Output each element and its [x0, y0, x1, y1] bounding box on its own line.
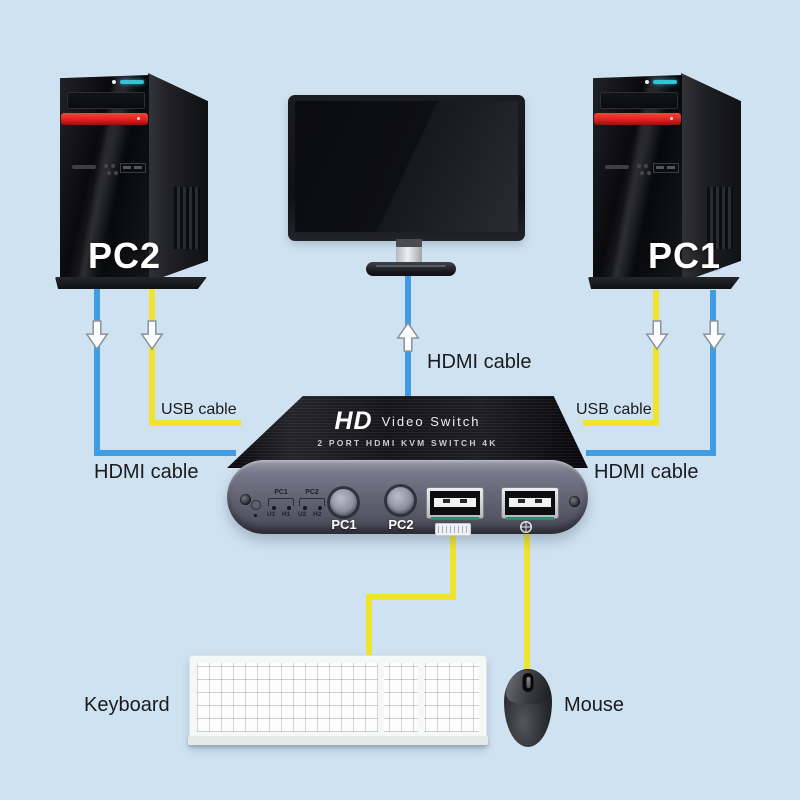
led-group-label: PC1 — [274, 489, 288, 496]
usb-pcb-edge — [506, 517, 554, 520]
monitor-bezel — [288, 95, 525, 241]
keyboard-section-gap — [378, 663, 384, 732]
up-arrow-icon — [396, 322, 420, 352]
cable-segment — [149, 420, 241, 426]
keyboard-usb-port — [426, 487, 484, 520]
mouse-usb-port — [501, 487, 559, 520]
cable-segment — [653, 290, 659, 426]
cable-segment — [586, 450, 716, 456]
kvm-brand-hd: HD — [334, 407, 373, 435]
pc-side-panel — [148, 73, 208, 283]
cable-segment — [366, 594, 372, 658]
cable-segment — [583, 420, 659, 426]
led-group-bracket — [299, 498, 325, 506]
hdmi-led — [287, 506, 291, 510]
power-led-icon — [251, 500, 261, 510]
front-accent-stripe — [594, 113, 681, 125]
kvm-switch: HD Video Switch 2 PORT HDMI KVM SWITCH 4K… — [225, 393, 590, 539]
keyboard — [188, 655, 488, 745]
led-label: H1 — [282, 511, 291, 518]
led-label: U2 — [298, 511, 307, 518]
pc-front-panel — [60, 75, 149, 281]
power-button — [645, 80, 649, 84]
pc1-label: PC1 — [648, 235, 722, 276]
usb-cable-label-right: USB cable — [576, 401, 652, 418]
usb-port-opening — [505, 491, 555, 515]
cable-segment — [366, 594, 456, 600]
power-led-dot — [254, 514, 257, 517]
screw-icon — [240, 494, 251, 505]
front-usb-ports — [653, 163, 679, 173]
cable-segment — [450, 530, 456, 598]
pc2-tower: PC2 — [55, 73, 211, 289]
usb-tongue — [434, 498, 476, 507]
pc-side-panel — [681, 73, 741, 283]
pc1-tower: PC1 — [588, 73, 744, 289]
tower-base — [55, 277, 207, 289]
optical-drive-bay — [600, 92, 678, 109]
keyboard-icon — [435, 523, 471, 536]
usb-port-opening — [430, 491, 480, 515]
monitor-stand-base — [366, 262, 456, 276]
usb-pcb-edge — [431, 517, 479, 520]
mouse-label: Mouse — [564, 694, 625, 716]
front-accent-stripe — [61, 113, 148, 125]
pc2-label: PC2 — [88, 235, 162, 276]
kvm-branding: HD Video Switch 2 PORT HDMI KVM SWITCH 4K — [225, 407, 590, 448]
usb-led — [272, 506, 276, 510]
card-reader-slot — [72, 165, 96, 169]
cable-segment — [149, 287, 155, 426]
pc2-led-group: PC2 U2 H2 — [296, 489, 328, 519]
keyboard-label: Keyboard — [84, 694, 170, 716]
keyboard-keys — [197, 663, 479, 732]
kvm-front-panel: PC1 U1 H1 PC2 U2 H2 PC1 PC2 — [227, 460, 588, 536]
hdmi-cable-label-center: HDMI cable — [427, 351, 532, 373]
monitor-stand-neck — [396, 239, 422, 265]
keyboard-section-gap — [418, 663, 424, 732]
kvm-subtitle: 2 PORT HDMI KVM SWITCH 4K — [317, 438, 498, 448]
pc-front-panel — [593, 75, 682, 281]
keyboard-base — [188, 736, 488, 745]
led-group-bracket — [268, 498, 294, 506]
pc2-select-button[interactable] — [387, 487, 414, 514]
down-arrow-icon — [140, 320, 164, 350]
audio-jacks — [104, 164, 108, 168]
down-arrow-icon — [85, 320, 109, 350]
kvm-brand-suffix: Video Switch — [381, 414, 481, 429]
led-label: U1 — [267, 511, 276, 518]
optical-drive-bay — [67, 92, 145, 109]
monitor-screen — [295, 101, 518, 232]
mouse — [504, 669, 552, 747]
tower-base — [588, 277, 740, 289]
front-io-ports — [601, 161, 679, 173]
screw-icon — [569, 496, 580, 507]
pc2-button-label: PC2 — [388, 517, 414, 532]
pc1-led-group: PC1 U1 H1 — [265, 489, 297, 519]
mouse-icon — [519, 520, 533, 534]
cable-segment — [524, 530, 530, 673]
mouse-scroll-wheel — [522, 673, 534, 692]
pc1-select-button[interactable] — [330, 489, 357, 516]
pc1-button-label: PC1 — [331, 517, 357, 532]
down-arrow-icon — [702, 320, 726, 350]
power-button — [112, 80, 116, 84]
usb-cable-label-left: USB cable — [161, 401, 237, 418]
card-reader-slot — [605, 165, 629, 169]
front-usb-ports — [120, 163, 146, 173]
cable-segment — [710, 290, 716, 456]
led-label: H2 — [313, 511, 322, 518]
front-io-ports — [68, 161, 146, 173]
hdmi-cable-label-left: HDMI cable — [94, 461, 199, 483]
down-arrow-icon — [645, 320, 669, 350]
hdmi-led — [318, 506, 322, 510]
power-led-strip — [120, 80, 144, 84]
audio-jacks — [637, 164, 641, 168]
cable-segment — [94, 450, 236, 456]
usb-led — [303, 506, 307, 510]
hdmi-cable-label-right: HDMI cable — [594, 461, 699, 483]
led-group-label: PC2 — [305, 489, 319, 496]
power-led-strip — [653, 80, 677, 84]
usb-tongue — [509, 498, 551, 507]
cable-segment — [94, 287, 100, 456]
